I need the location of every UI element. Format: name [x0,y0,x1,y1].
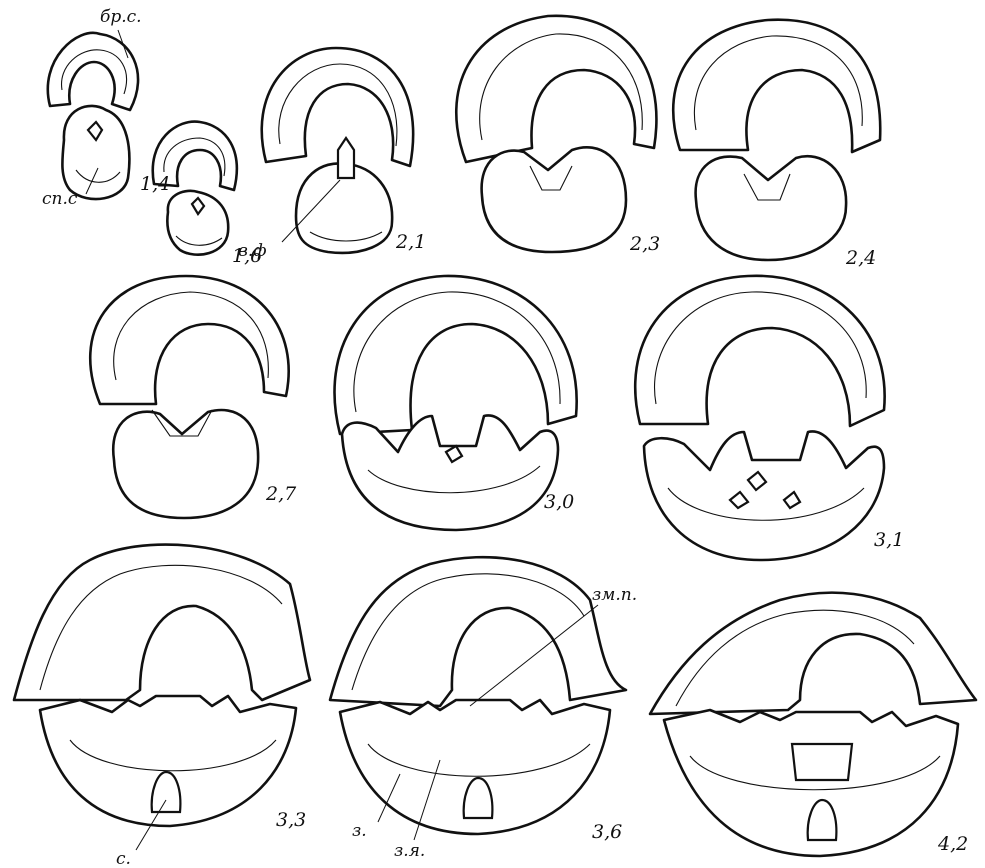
stage-label-2-3: 2,3 [629,233,660,255]
label-sp-s: сп.с [42,189,78,209]
stage-label-4-2: 4,2 [937,833,968,855]
specimen-2-4 [673,20,880,260]
specimen-1-4 [48,33,138,199]
label-z: з. [352,821,367,841]
stage-label-3-6: 3,6 [592,821,622,843]
specimen-2-3 [456,16,656,252]
stage-label-3-1: 3,1 [874,529,904,551]
label-br-s: бр.с. [100,7,142,27]
specimen-3-3 [14,545,310,826]
specimen-2-1 [262,48,413,253]
label-zm-p: зм.п. [592,585,637,605]
specimen-4-2 [650,593,976,856]
label-z-ya: з.я. [394,841,425,861]
specimen-3-6 [330,557,626,834]
stage-label-1-6: 1,6 [232,245,262,267]
specimen-3-1 [635,276,884,560]
label-s: с. [116,849,131,868]
stage-label-3-0: 3,0 [544,491,574,513]
stage-label-2-1: 2,1 [395,231,426,253]
stage-label-2-7: 2,7 [265,483,297,505]
specimen-3-0 [335,276,577,530]
stage-label-1-4: 1,4 [140,173,170,195]
specimen-2-7 [90,276,288,518]
stage-label-3-3: 3,3 [276,809,306,831]
stage-label-2-4: 2,4 [845,247,876,269]
